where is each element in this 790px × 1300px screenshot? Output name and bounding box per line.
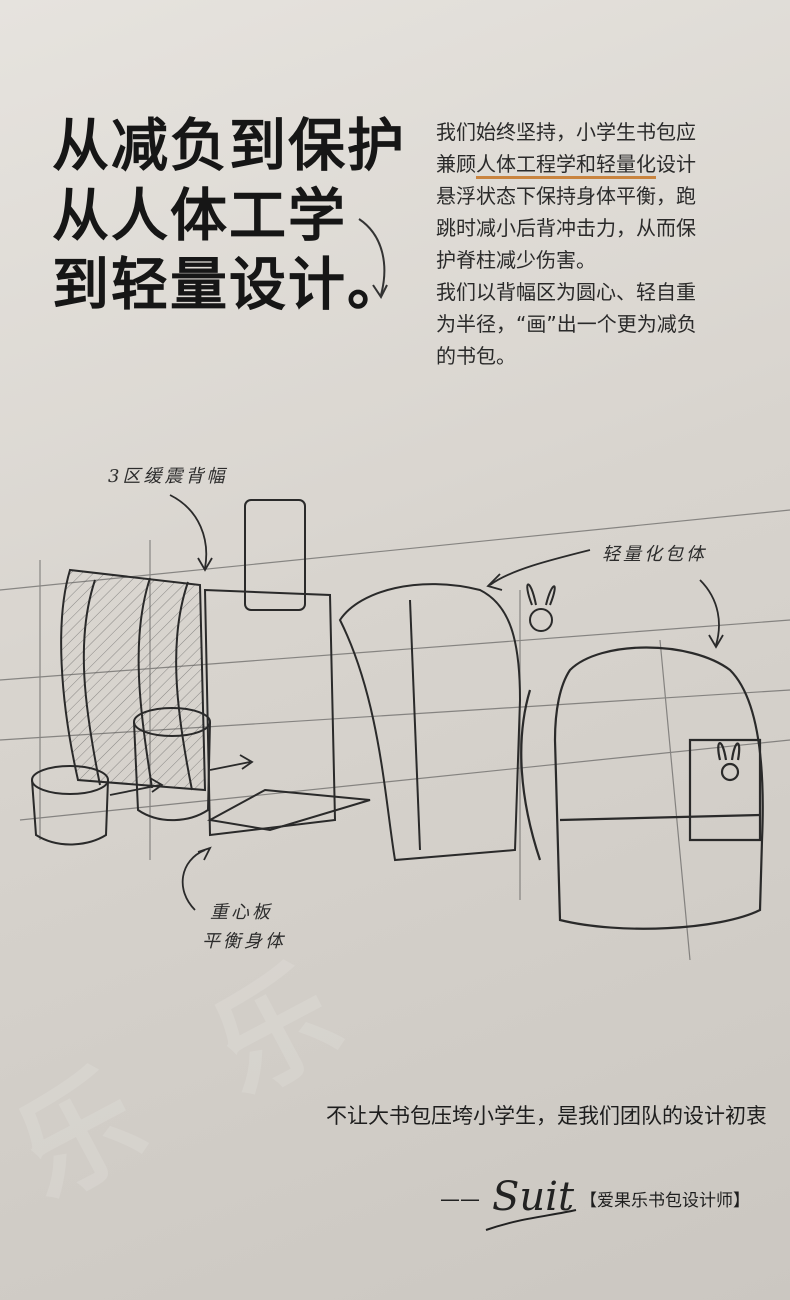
curved-arrow-icon (358, 218, 388, 299)
intro-text: 我们始终坚持，小学生书包应 兼顾人体工程学和轻量化设计 悬浮状态下保持身体平衡，… (436, 116, 761, 372)
back-panel-drawing (60, 568, 207, 792)
annotation-balance-body: 平衡身体 (202, 931, 286, 952)
pouch-drawings (31, 707, 211, 846)
annotation-center-plate: 重心板 (210, 902, 273, 923)
front-pack-drawing (520, 646, 764, 930)
designer-signature: —— Suit (440, 1174, 577, 1231)
intro-line: 我们始终坚持，小学生书包应 (436, 120, 696, 144)
headline-line-1: 从减负到保护 (52, 113, 406, 179)
intro-line: 悬浮状态下保持身体平衡，跑 (436, 184, 696, 208)
annotation-arrows (109, 494, 724, 911)
slogan: 不让大书包压垮小学生，是我们团队的设计初衷 (326, 1104, 767, 1128)
annotation-back-panel: 3区缓震背幅 (108, 466, 228, 487)
signature-dash: —— (440, 1187, 480, 1211)
intro-line: 我们以背幅区为圆心、轻自重 (436, 280, 696, 304)
middle-frame-drawing (203, 499, 371, 837)
annotation-light-body: 轻量化包体 (602, 544, 707, 565)
backpack-exploded-sketch (0, 494, 790, 961)
intro-text-part: 设计 (656, 152, 696, 176)
headline: 从减负到保护 从人体工学 到轻量设计。 (52, 112, 422, 321)
bunny-charm-icon (526, 583, 556, 632)
intro-line: 的书包。 (436, 344, 516, 368)
intro-line: 跳时减小后背冲击力，从而保 (436, 216, 696, 240)
designer-team-label: 【爱果乐书包设计师】 (580, 1191, 750, 1211)
intro-text-part: 兼顾 (436, 152, 476, 176)
headline-line-2: 从人体工学 (52, 182, 347, 249)
intro-line: 护脊柱减少伤害。 (436, 248, 596, 272)
highlighted-phrase: 人体工程学和轻量化 (476, 152, 656, 179)
headline-line-3: 到轻量设计。 (52, 252, 406, 319)
main-body-drawing (338, 583, 522, 862)
intro-line: 为半径，“画”出一个更为减负 (436, 312, 697, 336)
intro-line: 兼顾人体工程学和轻量化设计 (436, 148, 761, 180)
